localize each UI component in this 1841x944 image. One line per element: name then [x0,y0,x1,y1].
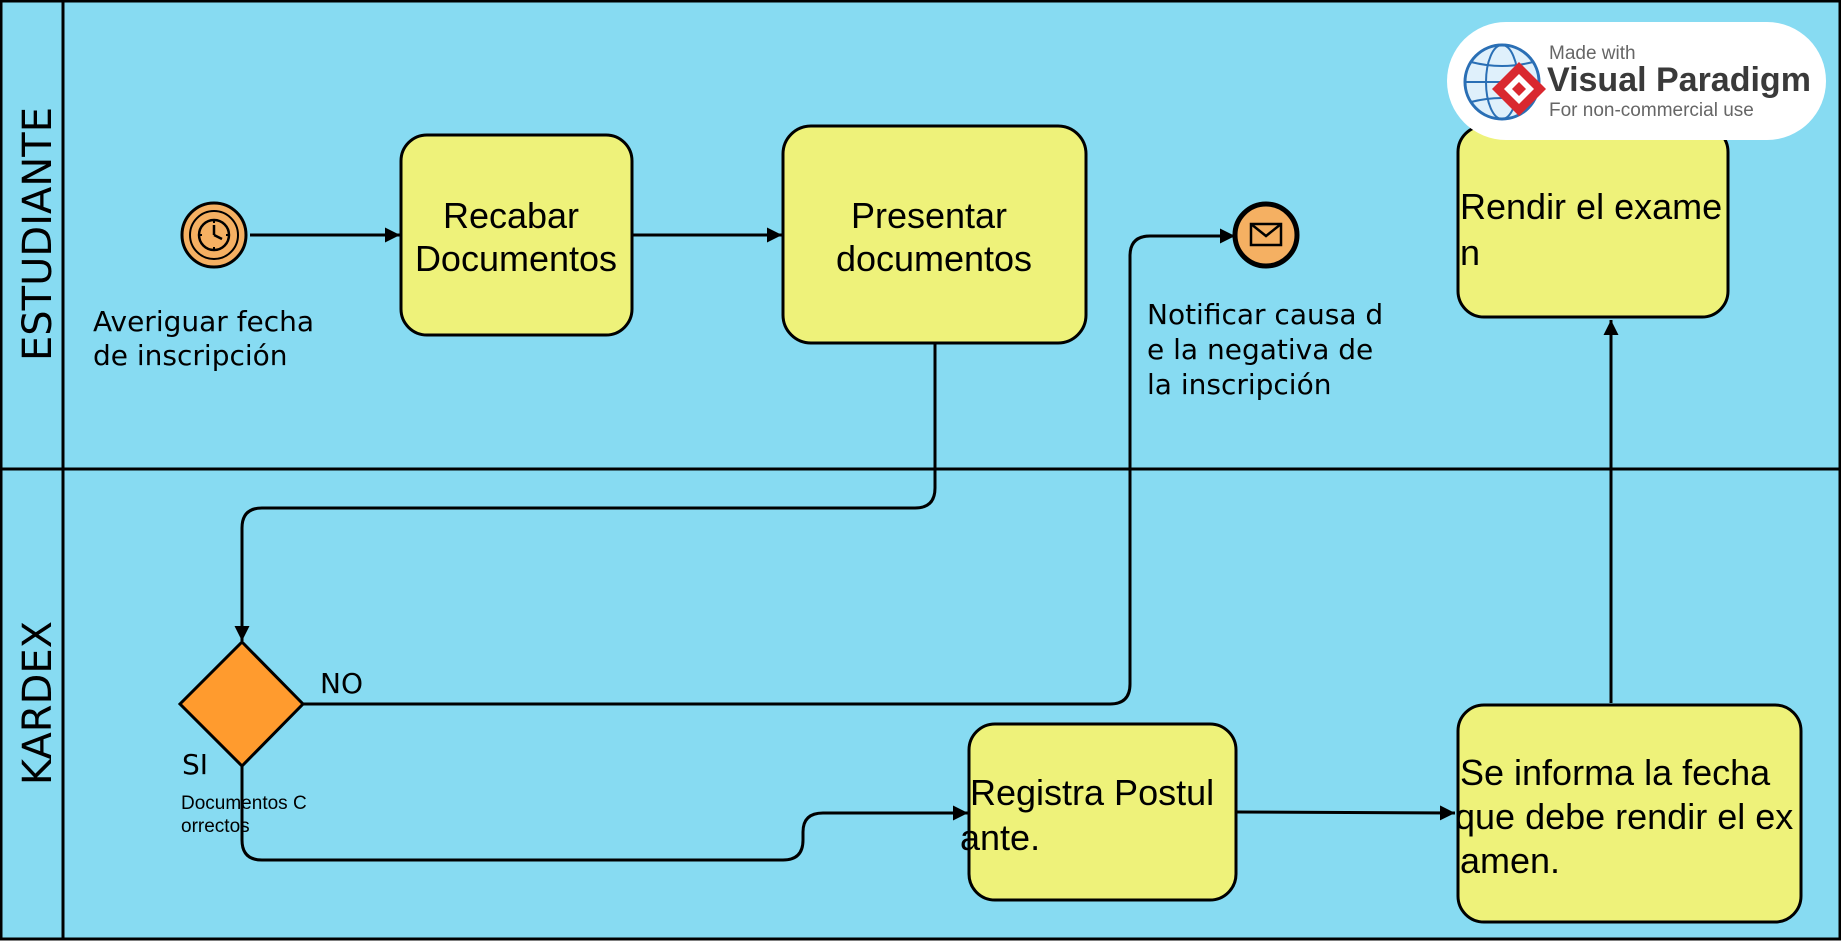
message-end-event[interactable] [1232,201,1300,269]
watermark-brand: Visual Paradigm [1547,61,1811,99]
gateway-si-label: SI [182,748,208,781]
task-informa-label: Se informa la fecha que debe rendir el e… [1455,752,1803,881]
clock-icon [197,218,231,252]
task-recabar-documentos[interactable]: Recabar Documentos [399,133,634,337]
task-registra-label: Registra Postul ante. [960,772,1224,858]
task-rendir-examen[interactable]: Rendir el exame n [1456,124,1732,319]
message-end-label: Notificar causa d e la negativa de la in… [1147,298,1392,401]
sequence-flows [234,227,1619,862]
flow-registra-to-informa [1236,805,1456,821]
lane-title-estudiante: ESTUDIANTE [15,107,61,361]
gateway-condition-label: Documentos C orrectos [181,793,312,837]
visual-paradigm-watermark: Made with Visual Paradigm For non-commer… [1447,22,1826,140]
task-registra-postulante[interactable]: Registra Postul ante. [960,722,1238,902]
flow-gateway-no-to-end [303,228,1235,706]
timer-start-event[interactable] [180,201,248,269]
flow-gateway-si-to-registra [240,766,968,862]
flow-presentar-to-gateway [234,343,937,641]
paradigm-logo-icon [1492,62,1546,116]
lane-title-kardex: KARDEX [15,621,61,785]
task-informa-fecha[interactable]: Se informa la fecha que debe rendir el e… [1455,703,1803,924]
timer-start-label: Averiguar fecha de inscripción [93,305,323,372]
watermark-usage: For non-commercial use [1549,100,1754,121]
exclusive-gateway[interactable] [177,639,306,769]
task-rendir-label: Rendir el exame n [1460,186,1732,273]
task-presentar-label: Presentar documentos [836,195,1032,279]
watermark-made-with: Made with [1549,43,1636,64]
task-presentar-documentos[interactable]: Presentar documentos [781,124,1088,345]
gateway-no-label: NO [320,667,363,700]
envelope-icon [1249,222,1283,247]
task-recabar-label: Recabar Documentos [415,195,617,279]
